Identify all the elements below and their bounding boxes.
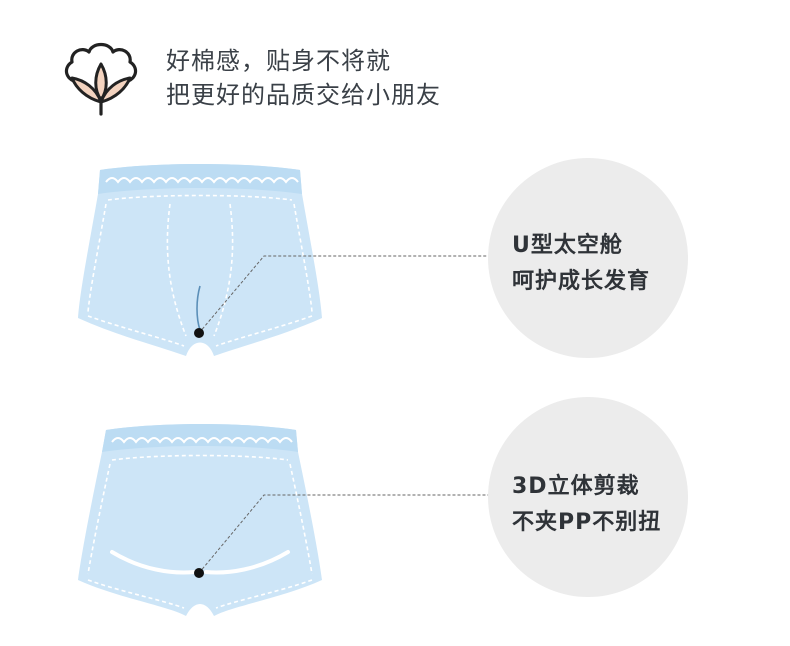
feature-2-line-2: 不夹PP不别扭 <box>512 510 662 535</box>
feature-text-1: U型太空舱 呵护成长发育 <box>512 228 650 300</box>
underwear-3d-cut-illustration <box>78 424 322 616</box>
cotton-flower-icon <box>64 42 138 116</box>
header-slogan: 好棉感，贴身不将就 把更好的品质交给小朋友 <box>166 44 441 112</box>
feature-bubble-2 <box>488 397 688 597</box>
underwear-u-shape-illustration <box>78 164 322 356</box>
feature-2-line-1: 3D立体剪裁 <box>512 474 640 499</box>
feature-1-line-2: 呵护成长发育 <box>512 269 651 294</box>
header-line-1: 好棉感，贴身不将就 <box>166 47 391 75</box>
feature-text-2: 3D立体剪裁 不夹PP不别扭 <box>512 469 661 541</box>
feature-1-line-1: U型太空舱 <box>512 233 623 258</box>
header-line-2: 把更好的品质交给小朋友 <box>166 81 441 109</box>
feature-bubble-1 <box>488 158 688 358</box>
